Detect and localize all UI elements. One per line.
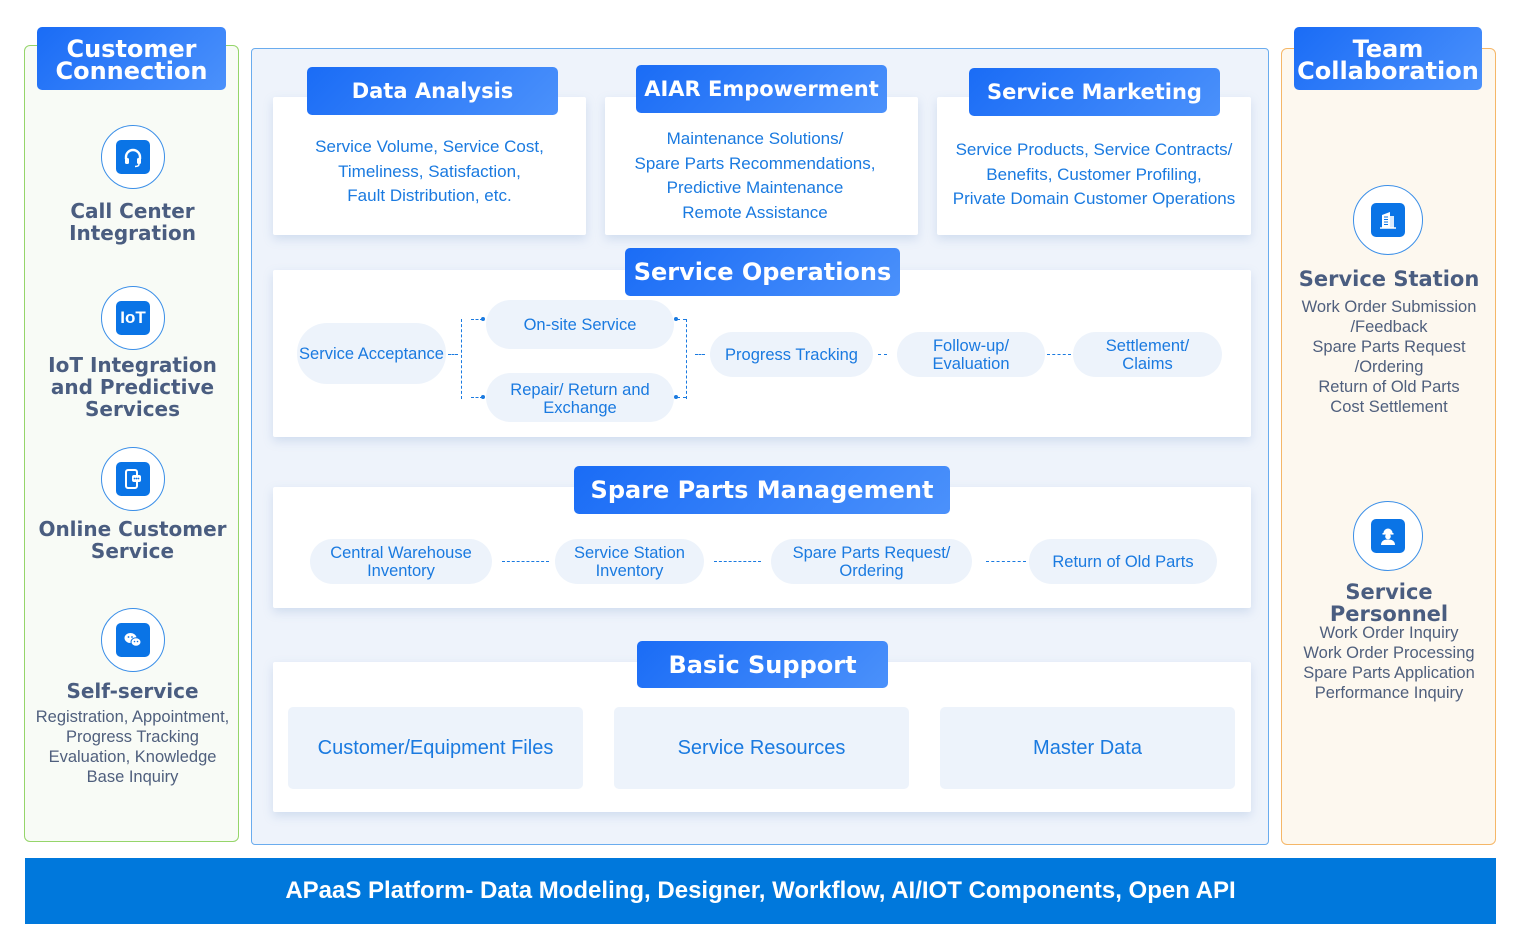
team-collaboration-header: Team Collaboration (1294, 27, 1482, 90)
parts-request-step: Spare Parts Request/ Ordering (771, 539, 972, 584)
connector (878, 354, 887, 355)
connector-dot (481, 317, 485, 321)
service-station-desc: Work Order Submission /Feedback Spare Pa… (1284, 297, 1494, 417)
text-line: Service Volume, Service Cost, (315, 137, 544, 156)
desc-line: Performance Inquiry (1314, 684, 1464, 702)
iot-icon-circle: IoT (101, 286, 165, 350)
basic-support-tag: Basic Support (637, 641, 888, 688)
connector (677, 319, 686, 320)
onsite-service-step: On-site Service (486, 300, 674, 349)
mobile-chat-icon (116, 462, 150, 496)
connector (986, 561, 1026, 562)
online-service-title: Online Customer Service (38, 517, 227, 563)
self-service-icon-circle (101, 608, 165, 672)
call-center-icon-circle (101, 125, 165, 189)
data-analysis-tag: Data Analysis (307, 67, 558, 115)
self-service-title: Self-service (66, 679, 199, 703)
follow-up-step: Follow-up/ Evaluation (897, 332, 1045, 377)
central-warehouse-step: Central Warehouse Inventory (310, 539, 492, 584)
self-service-desc: Registration, Appointment, Progress Trac… (35, 708, 230, 786)
worker-icon (1371, 519, 1405, 553)
desc-line: Work Order Processing (1303, 644, 1475, 662)
customer-connection-header: Customer Connection (37, 27, 226, 90)
building-icon (1371, 203, 1405, 237)
call-center-title: Call Center Integration (69, 199, 196, 245)
connector-dot (674, 395, 678, 399)
data-analysis-card (273, 97, 586, 235)
service-personnel-icon-circle (1353, 501, 1423, 571)
data-analysis-text: Service Volume, Service Cost, Timeliness… (273, 135, 586, 209)
service-marketing-card (937, 97, 1251, 235)
connector (714, 561, 761, 562)
connector-dot (674, 317, 678, 321)
connector (695, 354, 705, 355)
master-data: Master Data (940, 707, 1235, 789)
desc-line: Work Order Inquiry (1319, 624, 1459, 642)
customer-equipment-files: Customer/Equipment Files (288, 707, 583, 789)
service-personnel-desc: Work Order Inquiry Work Order Processing… (1284, 623, 1494, 703)
online-service-icon-circle (101, 447, 165, 511)
text-line: Remote Assistance (682, 202, 828, 222)
repair-exchange-step: Repair/ Return and Exchange (486, 373, 674, 422)
connector (502, 561, 549, 562)
desc-line: /Ordering (1354, 358, 1424, 376)
service-station-title: Service Station (1298, 267, 1480, 291)
station-inventory-step: Service Station Inventory (555, 539, 704, 584)
return-old-parts-step: Return of Old Parts (1029, 539, 1217, 584)
settlement-step: Settlement/ Claims (1073, 332, 1222, 377)
connector (1047, 354, 1071, 355)
spare-parts-tag: Spare Parts Management (574, 466, 950, 514)
connector (686, 319, 687, 399)
service-marketing-text: Service Products, Service Contracts/ Ben… (937, 138, 1251, 212)
team-collaboration-panel (1281, 48, 1496, 845)
text-line: Service Products, Service Contracts/ (955, 140, 1233, 159)
service-acceptance-step: Service Acceptance (297, 323, 446, 384)
aiar-tag: AIAR Empowerment (636, 65, 887, 113)
connector (471, 319, 483, 320)
desc-line: Spare Parts Application (1303, 664, 1475, 682)
aiar-text: Maintenance Solutions/ Spare Parts Recom… (605, 127, 905, 225)
desc-line: Return of Old Parts (1318, 378, 1460, 396)
connector (461, 319, 462, 399)
progress-tracking-step: Progress Tracking (710, 332, 873, 377)
wechat-icon (116, 623, 150, 657)
text-line: Benefits, Customer Profiling, (986, 164, 1202, 184)
text-line: Private Domain Customer Operations (952, 189, 1236, 208)
aiar-card (605, 97, 918, 235)
connector (471, 397, 483, 398)
desc-line: Cost Settlement (1330, 398, 1448, 416)
service-station-icon-circle (1353, 185, 1423, 255)
iot-icon: IoT (116, 301, 150, 335)
text-line: Fault Distribution, etc. (347, 186, 512, 205)
connector (677, 397, 686, 398)
text-line: Spare Parts Recommendations, (634, 153, 876, 173)
connector (448, 354, 458, 355)
service-resources: Service Resources (614, 707, 909, 789)
service-marketing-tag: Service Marketing (969, 68, 1220, 116)
connector-dot (481, 395, 485, 399)
text-line: Predictive Maintenance (666, 178, 844, 197)
text-line: Timeliness, Satisfaction, (338, 161, 521, 181)
desc-line: Work Order Submission (1301, 298, 1477, 316)
iot-title: IoT Integration and Predictive Services (48, 353, 217, 421)
desc-line: /Feedback (1350, 318, 1428, 336)
apaas-platform-bar: APaaS Platform- Data Modeling, Designer,… (25, 858, 1496, 924)
service-personnel-title: Service Personnel (1329, 580, 1449, 626)
text-line: Maintenance Solutions/ (666, 129, 844, 148)
service-operations-tag: Service Operations (625, 248, 900, 296)
desc-line: Spare Parts Request (1312, 338, 1466, 356)
headset-icon (116, 140, 150, 174)
